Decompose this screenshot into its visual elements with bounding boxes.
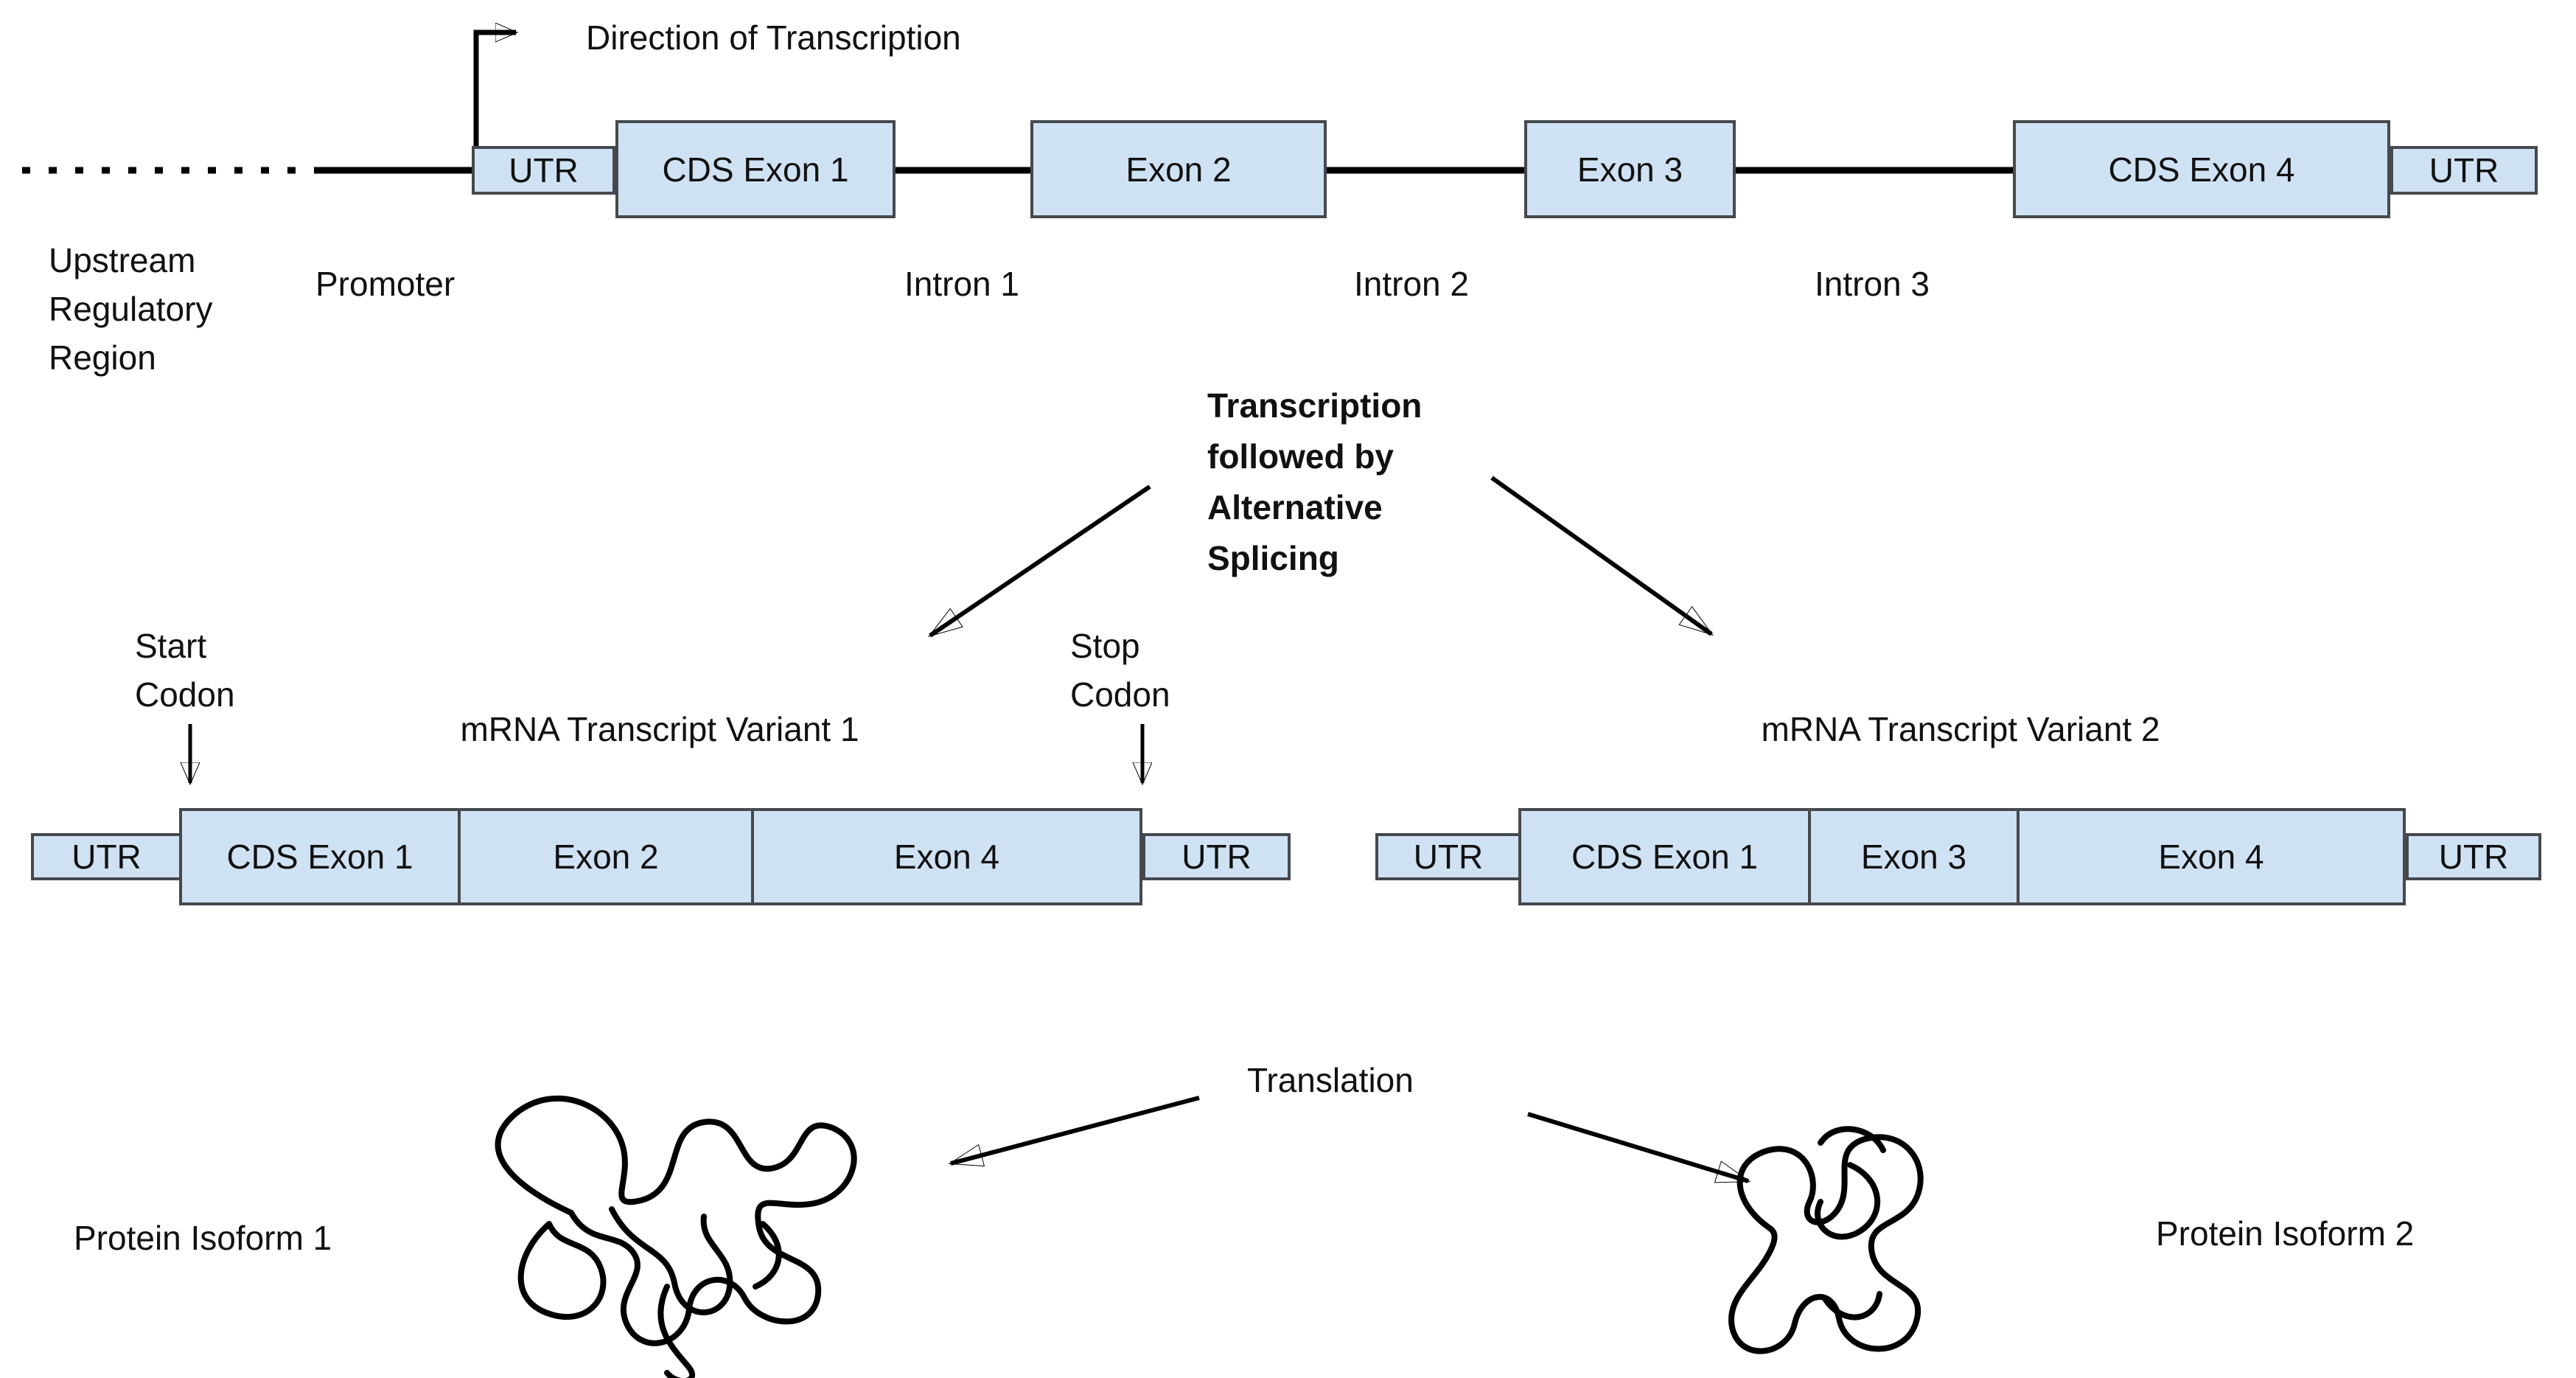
variant2-cds-exon1-label: CDS Exon 1 [1571,838,1759,876]
variant2-exon-block: CDS Exon 1 Exon 3 Exon 4 [1518,808,2406,905]
variant2-utr-5prime-label: UTR [1413,838,1484,876]
upstream-regulatory-region-label: Upstream Regulatory Region [49,241,213,377]
translation-label: Translation [1247,1061,1414,1099]
direction-of-transcription-label: Direction of Transcription [586,18,961,57]
variant2-utr-5prime-box: UTR [1375,833,1521,880]
translation-arrow-left [948,1096,1200,1167]
variant1-utr-3prime-label: UTR [1181,838,1252,876]
intron2-label: Intron 2 [1354,265,1469,303]
gene-utr-5prime-box: UTR [472,146,615,195]
transcription-alternative-splicing-label: Transcription followed by Alternative Sp… [1207,386,1423,577]
gene-exon3-label: Exon 3 [1577,150,1683,189]
variant1-title: mRNA Transcript Variant 1 [460,710,859,748]
transcription-start-arrow [473,32,516,147]
splicing-arrow-right [1490,476,1714,636]
variant1-utr-3prime-box: UTR [1142,833,1291,880]
variant2-title: mRNA Transcript Variant 2 [1761,710,2160,748]
stop-codon-label: Stop Codon [1070,627,1170,714]
start-codon-label: Start Codon [135,627,235,714]
gene-cds-exon4-label: CDS Exon 4 [2108,150,2295,189]
promoter-label: Promoter [315,265,455,303]
gene-exon3-box: Exon 3 [1524,120,1736,218]
gene-exon2-label: Exon 2 [1125,150,1232,189]
variant1-exon2-box: Exon 2 [458,811,751,902]
protein-isoform2-label: Protein Isoform 2 [2156,1214,2415,1253]
variant1-exon4-label: Exon 4 [893,838,1000,876]
protein-isoform1-label: Protein Isoform 1 [74,1219,332,1257]
gene-utr-3prime-box: UTR [2390,146,2538,195]
gene-exon2-box: Exon 2 [1030,120,1327,218]
variant2-utr-3prime-label: UTR [2438,838,2509,876]
variant2-exon3-label: Exon 3 [1860,838,1967,876]
variant2-exon4-label: Exon 4 [2158,838,2264,876]
gene-cds-exon4-box: CDS Exon 4 [2013,120,2390,218]
intron3-label: Intron 3 [1815,265,1930,303]
gene-utr-3prime-label: UTR [2429,151,2499,189]
gene-cds-exon1-box: CDS Exon 1 [615,120,896,218]
splicing-arrow-left [928,484,1151,638]
variant2-utr-3prime-box: UTR [2406,833,2541,880]
variant1-utr-5prime-box: UTR [31,833,182,880]
protein-isoform2-scribble [1728,1126,1924,1354]
variant2-exon4-box: Exon 4 [2017,811,2403,902]
variant1-cds-exon1-box: CDS Exon 1 [182,811,458,902]
translation-arrow-right [1527,1112,1751,1183]
intron1-label: Intron 1 [904,265,1019,303]
variant1-exon4-box: Exon 4 [751,811,1139,902]
variant1-exon-block: CDS Exon 1 Exon 2 Exon 4 [179,808,1142,905]
variant1-cds-exon1-label: CDS Exon 1 [226,838,413,876]
variant1-utr-5prime-label: UTR [71,838,142,876]
variant2-cds-exon1-box: CDS Exon 1 [1521,811,1808,902]
variant2-exon3-box: Exon 3 [1808,811,2017,902]
gene-utr-5prime-label: UTR [509,151,579,189]
gene-cds-exon1-label: CDS Exon 1 [662,150,849,189]
protein-isoform1-scribble [495,1095,857,1378]
variant1-exon2-label: Exon 2 [553,838,659,876]
